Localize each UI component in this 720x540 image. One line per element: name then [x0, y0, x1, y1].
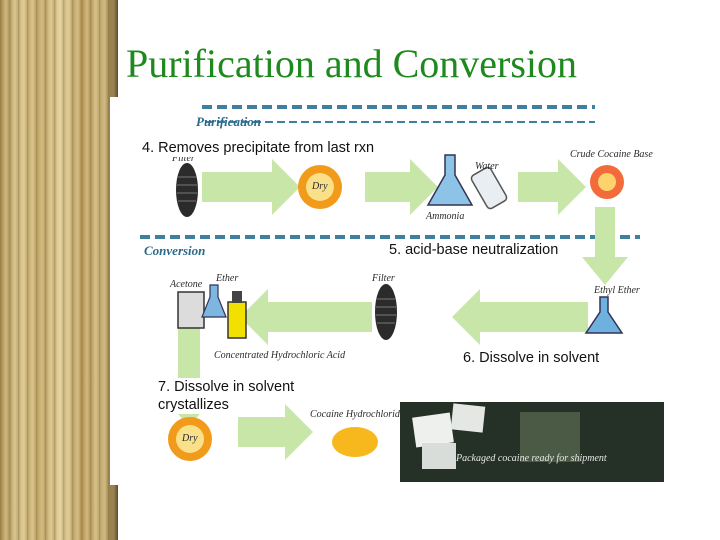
step-6-text: 6. Dissolve in solvent	[461, 349, 602, 367]
flow-arrows-middle	[240, 289, 588, 345]
step-7-text-line2: crystallizes	[156, 396, 231, 414]
package-block	[450, 403, 486, 433]
step-7-text: 7. Dissolve in solvent	[156, 378, 297, 396]
flask-icon	[201, 284, 227, 318]
filter-icon	[375, 284, 397, 340]
ammonia-label: Ammonia	[426, 211, 465, 222]
package-block	[412, 412, 454, 448]
section-purification-label: Purification	[196, 114, 262, 129]
filter-label: Filter	[172, 153, 195, 164]
acid-bottle-icon	[227, 301, 247, 339]
acid-bottle-cap	[232, 291, 242, 303]
process-diagram-graphic	[140, 105, 664, 482]
section-conversion-label: Conversion	[144, 243, 206, 258]
hcl-label: Concentrated Hydrochloric Acid	[214, 350, 346, 361]
flow-arrows-top	[202, 159, 586, 215]
photo-shadow	[520, 412, 580, 462]
beaker-icon	[177, 291, 205, 329]
step-4-text: 4. Removes precipitate from last rxn	[140, 139, 377, 157]
crude-base-ball-core	[598, 173, 616, 191]
down-arrow-right	[582, 207, 628, 285]
dry-label: Dry	[312, 181, 328, 192]
step-5-text: 5. acid-base neutralization	[387, 241, 561, 259]
hydrochloride-label: Cocaine Hydrochloride	[310, 409, 405, 420]
filter-label: Filter	[372, 273, 395, 284]
crude-base-label: Crude Cocaine Base	[570, 149, 653, 160]
filter-mesh-middle	[376, 298, 396, 324]
packaged-label: Packaged cocaine ready for shipment	[456, 453, 607, 464]
water-label: Water	[475, 161, 499, 172]
flask-icon	[584, 296, 624, 334]
hydrochloride-ball-icon	[332, 427, 378, 457]
filter-icon	[176, 163, 198, 217]
bottle-icon	[470, 166, 508, 210]
dry-label: Dry	[182, 433, 198, 444]
dry-burst-core	[176, 425, 204, 453]
ethyl-ether-label: Ethyl Ether	[594, 285, 640, 296]
wood-border	[0, 0, 118, 540]
process-diagram: Purification Conversion Filter Dry Water…	[110, 97, 666, 485]
acetone-label: Acetone	[170, 279, 203, 290]
filter-mesh-top	[177, 176, 197, 202]
ether-label: Ether	[216, 273, 239, 284]
slide-title: Purification and Conversion	[126, 41, 578, 86]
package-block	[422, 443, 456, 469]
dry-burst-core	[306, 173, 334, 201]
flask-icon	[426, 154, 474, 206]
flow-arrow-bottom	[238, 404, 313, 460]
